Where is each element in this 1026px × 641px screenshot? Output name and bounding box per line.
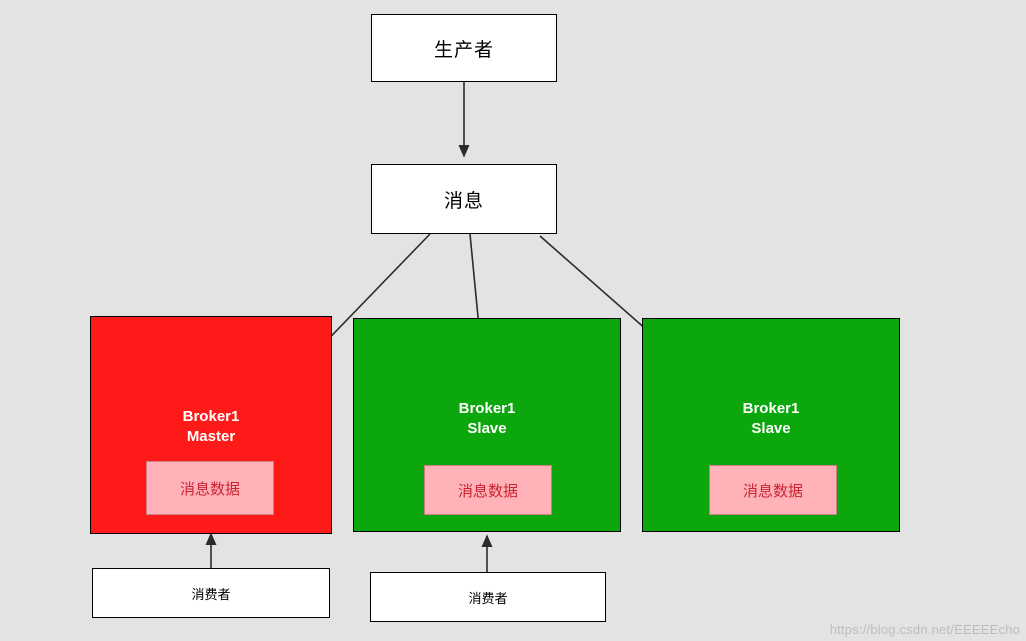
- broker-master-data-label: 消息数据: [179, 480, 240, 498]
- message-label: 消息: [443, 190, 484, 212]
- broker-master-node[interactable]: Broker1 Master 消息数据: [90, 316, 332, 534]
- broker-slave-1-node[interactable]: Broker1 Slave 消息数据: [353, 318, 621, 532]
- broker-slave-1-title: Broker1 Slave: [458, 400, 516, 437]
- producer-node[interactable]: 生产者: [371, 14, 557, 82]
- consumer-1-node[interactable]: 消费者: [92, 568, 330, 618]
- watermark-text: https://blog.csdn.net/EEEEEcho: [829, 622, 1020, 637]
- broker-slave-1-data-box[interactable]: 消息数据: [424, 465, 552, 515]
- producer-label: 生产者: [433, 39, 494, 61]
- broker-slave-2-node[interactable]: Broker1 Slave 消息数据: [642, 318, 900, 532]
- message-node[interactable]: 消息: [371, 164, 557, 234]
- broker-slave-2-title: Broker1 Slave: [742, 400, 800, 437]
- consumer-2-label: 消费者: [468, 590, 508, 606]
- consumer-2-node[interactable]: 消费者: [370, 572, 606, 622]
- broker-master-title: Broker1 Master: [182, 408, 240, 445]
- broker-master-data-box[interactable]: 消息数据: [146, 461, 274, 515]
- consumer-1-label: 消费者: [191, 586, 231, 602]
- broker-slave-2-data-box[interactable]: 消息数据: [709, 465, 837, 515]
- broker-slave-1-data-label: 消息数据: [457, 482, 518, 500]
- broker-slave-2-data-label: 消息数据: [742, 482, 803, 500]
